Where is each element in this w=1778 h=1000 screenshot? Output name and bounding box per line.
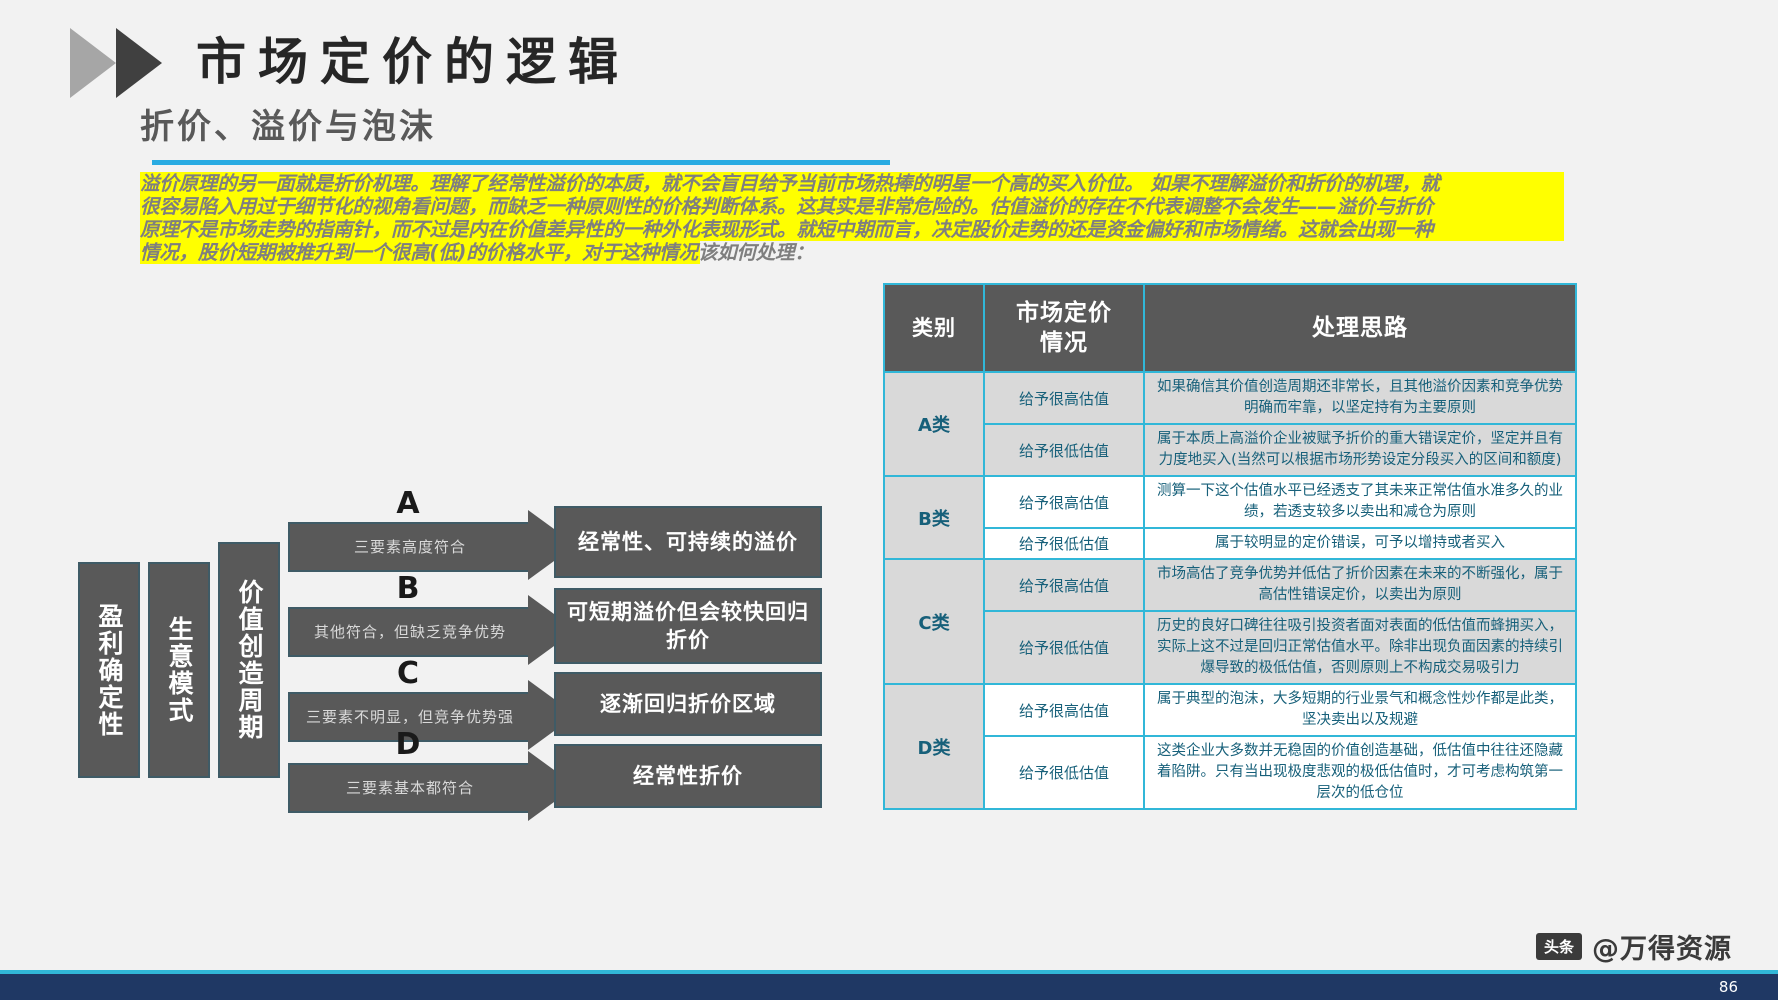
table-cell-idea: 市场高估了竞争优势并低估了折价因素在未来的不断强化，属于高估性错误定价，以卖出为…	[1143, 558, 1577, 612]
table-cell-situation: 给予很低估值	[983, 527, 1145, 560]
table-header-category: 类别	[883, 283, 985, 373]
paragraph-line-4: 情况，股价短期被推升到一个很高(低)的价格水平，对于这种情况该如何处理：	[140, 241, 814, 264]
table-row: D类 给予很高估值 属于典型的泡沫，大多短期的行业景气和概念性炒作都是此类，坚决…	[883, 683, 1577, 810]
highlighted-paragraph: 溢价原理的另一面就是折价机理。理解了经常性溢价的本质，就不会盲目给予当前市场热捧…	[140, 172, 1564, 264]
branch-condition-c: 三要素不明显，但竞争优势强	[288, 692, 530, 742]
branch-letter-a: A	[396, 486, 420, 521]
table-cell-situation: 给予很低估值	[983, 610, 1145, 685]
result-box-d: 经常性折价	[554, 744, 822, 808]
branch-arrow-c: C 三要素不明显，但竞争优势强	[288, 656, 588, 750]
pricing-strategy-table: 类别 市场定价 情况 处理思路 A类 给予很高估值 如果确信其价值创造周期还非常…	[883, 283, 1577, 810]
table-cell-situation: 给予很低估值	[983, 735, 1145, 810]
paragraph-line-1: 溢价原理的另一面就是折价机理。理解了经常性溢价的本质，就不会盲目给予当前市场热捧…	[140, 172, 1564, 195]
paragraph-line-3: 原理不是市场走势的指南针，而不过是内在价值差异性的一种外化表现形式。就短中期而言…	[140, 218, 1564, 241]
table-cell-situation: 给予很高估值	[983, 683, 1145, 737]
table-cell-idea: 历史的良好口碑往往吸引投资者面对表面的低估值而蜂拥买入，实际上这不过是回归正常估…	[1143, 610, 1577, 685]
page-number: 86	[1718, 978, 1738, 996]
branch-arrow-b: B 其他符合，但缺乏竞争优势	[288, 571, 588, 665]
result-box-b: 可短期溢价但会较快回归折价	[554, 588, 822, 664]
factor-label: 盈利确定性	[95, 602, 124, 738]
branch-condition-b: 其他符合，但缺乏竞争优势	[288, 607, 530, 657]
table-row: 给予很低估值 这类企业大多数并无稳固的价值创造基础，低估值中往往还隐藏着陷阱。只…	[884, 735, 1577, 810]
table-cell-category: C类	[883, 558, 985, 685]
branch-condition-d: 三要素基本都符合	[288, 763, 530, 813]
branch-arrow-a: A 三要素高度符合	[288, 486, 588, 580]
factor-box-profit-certainty: 盈利确定性	[78, 562, 140, 778]
table-row: A类 给予很高估值 如果确信其价值创造周期还非常长，且其他溢价因素和竞争优势明确…	[883, 371, 1577, 477]
paragraph-line-2: 很容易陷入用过于细节化的视角看问题，而缺乏一种原则性的价格判断体系。这其实是非常…	[140, 195, 1564, 218]
page-title: 市场定价的逻辑	[196, 33, 630, 91]
watermark-badge: 头条	[1535, 933, 1582, 960]
table-row: 给予很低估值 属于较明显的定价错误，可予以增持或者买入	[884, 527, 1577, 560]
table-header-idea: 处理思路	[1143, 283, 1577, 373]
table-cell-idea: 属于较明显的定价错误，可予以增持或者买入	[1143, 527, 1577, 560]
table-cell-category: A类	[883, 371, 985, 477]
branch-letter-b: B	[396, 571, 420, 606]
table-row: B类 给予很高估值 测算一下这个估值水平已经透支了其未来正常估值水准多久的业绩，…	[883, 475, 1577, 560]
table-header-situation-line1: 市场定价	[1016, 300, 1112, 326]
watermark-text: @万得资源	[1592, 934, 1732, 965]
factor-label: 价值创造周期	[235, 579, 264, 741]
result-box-a: 经常性、可持续的溢价	[554, 506, 822, 578]
table-body: A类 给予很高估值 如果确信其价值创造周期还非常长，且其他溢价因素和竞争优势明确…	[883, 371, 1577, 810]
result-box-c: 逐渐回归折价区域	[554, 672, 822, 736]
table-cell-category: D类	[883, 683, 985, 810]
branch-condition-a: 三要素高度符合	[288, 522, 530, 572]
footer-bar	[0, 974, 1778, 1000]
title-divider	[152, 160, 890, 165]
table-row: 给予很低估值 属于本质上高溢价企业被赋予折价的重大错误定价，坚定并且有力度地买入…	[884, 423, 1577, 477]
table-header-situation: 市场定价 情况	[983, 283, 1145, 373]
table-cell-idea: 属于典型的泡沫，大多短期的行业景气和概念性炒作都是此类，坚决卖出以及规避	[1143, 683, 1577, 737]
table-cell-situation: 给予很低估值	[983, 423, 1145, 477]
table-header-row: 类别 市场定价 情况 处理思路	[883, 283, 1577, 373]
factor-branch-diagram: 盈利确定性 生意模式 价值创造周期 A 三要素高度符合 经常性、可持续的溢价 B…	[70, 480, 860, 821]
table-row: C类 给予很高估值 市场高估了竞争优势并低估了折价因素在未来的不断强化，属于高估…	[883, 558, 1577, 685]
double-chevron-icon	[70, 28, 180, 98]
factor-box-business-model: 生意模式	[148, 562, 210, 778]
watermark: 头条 @万得资源	[1535, 927, 1732, 966]
branch-letter-d: D	[395, 727, 421, 762]
page-subtitle: 折价、溢价与泡沫	[140, 107, 436, 147]
table-cell-idea: 测算一下这个估值水平已经透支了其未来正常估值水准多久的业绩，若透支较多以卖出和减…	[1143, 475, 1577, 529]
table-cell-situation: 给予很高估值	[983, 475, 1145, 529]
table-cell-idea: 这类企业大多数并无稳固的价值创造基础，低估值中往往还隐藏着陷阱。只有当出现极度悲…	[1143, 735, 1577, 810]
table-cell-situation: 给予很高估值	[983, 558, 1145, 612]
table-header-situation-line2: 情况	[1040, 330, 1088, 356]
branch-arrow-d: D 三要素基本都符合	[288, 727, 588, 821]
table-cell-idea: 如果确信其价值创造周期还非常长，且其他溢价因素和竞争优势明确而牢靠，以坚定持有为…	[1143, 371, 1577, 425]
table-cell-idea: 属于本质上高溢价企业被赋予折价的重大错误定价，坚定并且有力度地买入(当然可以根据…	[1143, 423, 1577, 477]
slide-header: 市场定价的逻辑 折价、溢价与泡沫	[0, 0, 1778, 175]
factor-box-value-cycle: 价值创造周期	[218, 542, 280, 778]
footer-accent-bar	[0, 970, 1778, 974]
factor-label: 生意模式	[165, 616, 194, 724]
table-cell-situation: 给予很高估值	[983, 371, 1145, 425]
table-row: 给予很低估值 历史的良好口碑往往吸引投资者面对表面的低估值而蜂拥买入，实际上这不…	[884, 610, 1577, 685]
branch-letter-c: C	[396, 656, 420, 691]
table-cell-category: B类	[883, 475, 985, 560]
